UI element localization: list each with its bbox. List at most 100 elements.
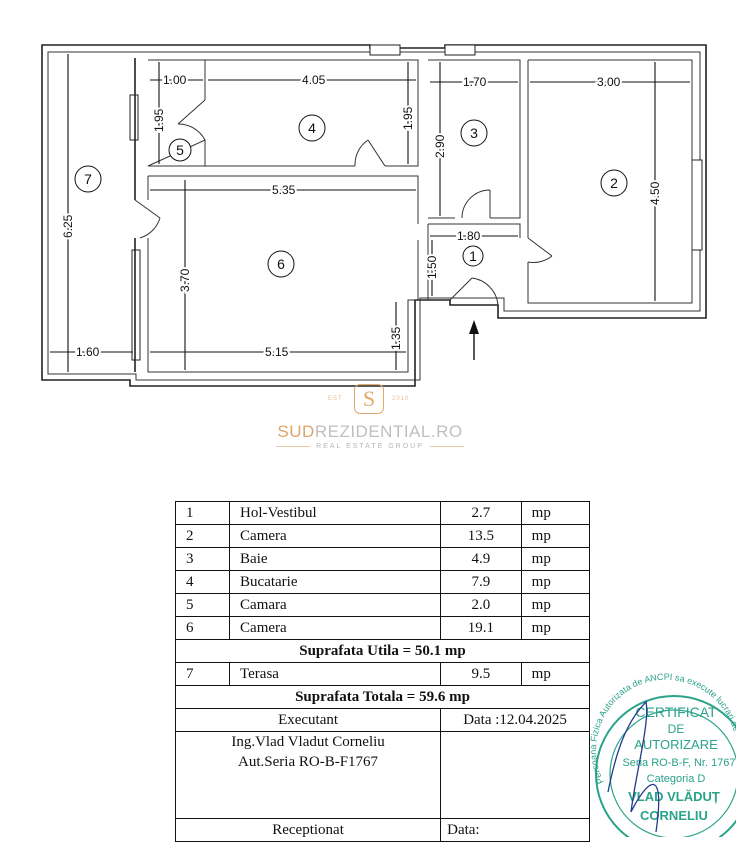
wall-room6 <box>147 175 419 373</box>
dim-label: 1.35 <box>389 326 403 350</box>
room-nr: 4 <box>174 570 231 594</box>
room-unit: mp <box>520 616 591 640</box>
dim-label: 1.80 <box>457 229 481 243</box>
room-nr: 5 <box>174 593 231 617</box>
logo-year: 2010 <box>392 396 410 402</box>
entrance-arrow-head <box>469 320 479 334</box>
room-area: 19.1 <box>440 616 522 640</box>
room-nr: 3 <box>174 547 231 571</box>
dim-label: 4.05 <box>302 73 326 87</box>
room-number-5: 5 <box>168 138 192 162</box>
signature <box>607 700 660 833</box>
dimension-lines <box>50 54 690 372</box>
dim-label: 5.15 <box>265 345 289 359</box>
stamp-line5: Categoria D <box>647 773 706 785</box>
executant-label: Executant <box>174 708 442 732</box>
wall-hall <box>427 223 521 300</box>
window-top-right <box>444 44 476 56</box>
svg-text:6: 6 <box>277 256 285 272</box>
date-label: Data :12.04.2025 <box>440 708 590 732</box>
room-number-2: 2 <box>600 169 628 197</box>
room-area: 9.5 <box>440 662 522 686</box>
floor-plan: 1.00 4.05 1.70 3.00 1.95 1.95 2.90 4.50 … <box>41 44 707 387</box>
svg-text:5: 5 <box>176 142 184 158</box>
room-nr: 2 <box>174 524 231 548</box>
stamp-line4: Seria RO-B-F, Nr. 1767 <box>622 757 735 769</box>
room-area: 2.0 <box>440 593 522 617</box>
door-room2 <box>527 237 553 263</box>
room-nr: 1 <box>174 501 231 525</box>
dim-label: 1.50 <box>425 255 439 279</box>
dim-label: 1.95 <box>152 108 166 132</box>
room-area: 13.5 <box>440 524 522 548</box>
stamp-line1: CERTIFICAT <box>635 704 717 720</box>
dim-label: 1.95 <box>401 106 415 130</box>
stamp-line3: AUTORIZARE <box>634 737 718 752</box>
door-entrance <box>449 277 499 306</box>
room-name: Terasa <box>229 662 442 686</box>
dim-label: 1.60 <box>76 345 100 359</box>
svg-text:7: 7 <box>84 171 92 187</box>
receptionat-label: Receptionat <box>174 818 442 842</box>
logo-tagline: REAL ESTATE GROUP <box>270 443 470 450</box>
inner-outer-wall <box>47 51 701 381</box>
window-right <box>691 159 703 251</box>
room-unit: mp <box>520 570 591 594</box>
logo-brand: SUDREZIDENTIAL.RO <box>277 422 463 441</box>
authorization-stamp: Persoana Fizica Autorizata de ANCPI sa e… <box>588 672 736 837</box>
room-number-1: 1 <box>462 245 484 267</box>
room-name: Camera <box>229 524 442 548</box>
dim-label: 6.25 <box>61 214 75 238</box>
wall-room4 <box>205 59 419 167</box>
dim-label: 1.70 <box>463 75 487 89</box>
stamp-line6: VLAD VLĂDUȚ <box>628 789 720 804</box>
svg-text:4: 4 <box>308 120 316 136</box>
dim-label: 2.90 <box>433 134 447 158</box>
signature-cell <box>440 731 590 819</box>
agency-logo: EST S 2010 SUDREZIDENTIAL.RO REAL ESTATE… <box>270 382 470 454</box>
svg-text:1: 1 <box>469 248 477 264</box>
room-name: Camara <box>229 593 442 617</box>
room-area: 7.9 <box>440 570 522 594</box>
room-number-4: 4 <box>298 114 326 142</box>
room-number-7: 7 <box>74 165 102 193</box>
door-room5 <box>177 99 206 141</box>
suprafata-totala-row: Suprafata Totala = 59.6 mp <box>175 685 590 709</box>
suprafata-utila-row-text: Suprafata Utila = 50.1 mp <box>175 639 590 663</box>
door-terrace <box>134 199 161 239</box>
engineer-authorization: Aut.Seria RO-B-F1767 <box>238 754 379 770</box>
room-unit: mp <box>520 547 591 571</box>
room-name: Camera <box>229 616 442 640</box>
suprafata-utila-row: Suprafata Utila = 50.1 mp <box>175 639 590 663</box>
room-area: 4.9 <box>440 547 522 571</box>
dim-label: 4.50 <box>648 181 662 205</box>
engineer-name: Ing.Vlad Vladut Corneliu <box>231 734 385 750</box>
room-name: Bucatarie <box>229 570 442 594</box>
wall-room2 <box>527 59 693 304</box>
door-room4 <box>354 139 386 167</box>
window-top-left <box>369 44 401 56</box>
door-room3 <box>461 189 491 219</box>
room-nr: 6 <box>174 616 231 640</box>
room-unit: mp <box>520 593 591 617</box>
stamp-line7: CORNELIU <box>640 808 708 823</box>
room-number-6: 6 <box>267 250 295 278</box>
room-name: Baie <box>229 547 442 571</box>
svg-text:2: 2 <box>610 175 618 191</box>
room-unit: mp <box>520 662 591 686</box>
outer-wall <box>41 44 707 387</box>
stamp-line2: DE <box>668 722 685 736</box>
dim-label: 1.00 <box>163 73 187 87</box>
suprafata-totala-row-text: Suprafata Totala = 59.6 mp <box>175 685 590 709</box>
dim-label: 3.00 <box>597 75 621 89</box>
window-terrace <box>131 249 141 361</box>
